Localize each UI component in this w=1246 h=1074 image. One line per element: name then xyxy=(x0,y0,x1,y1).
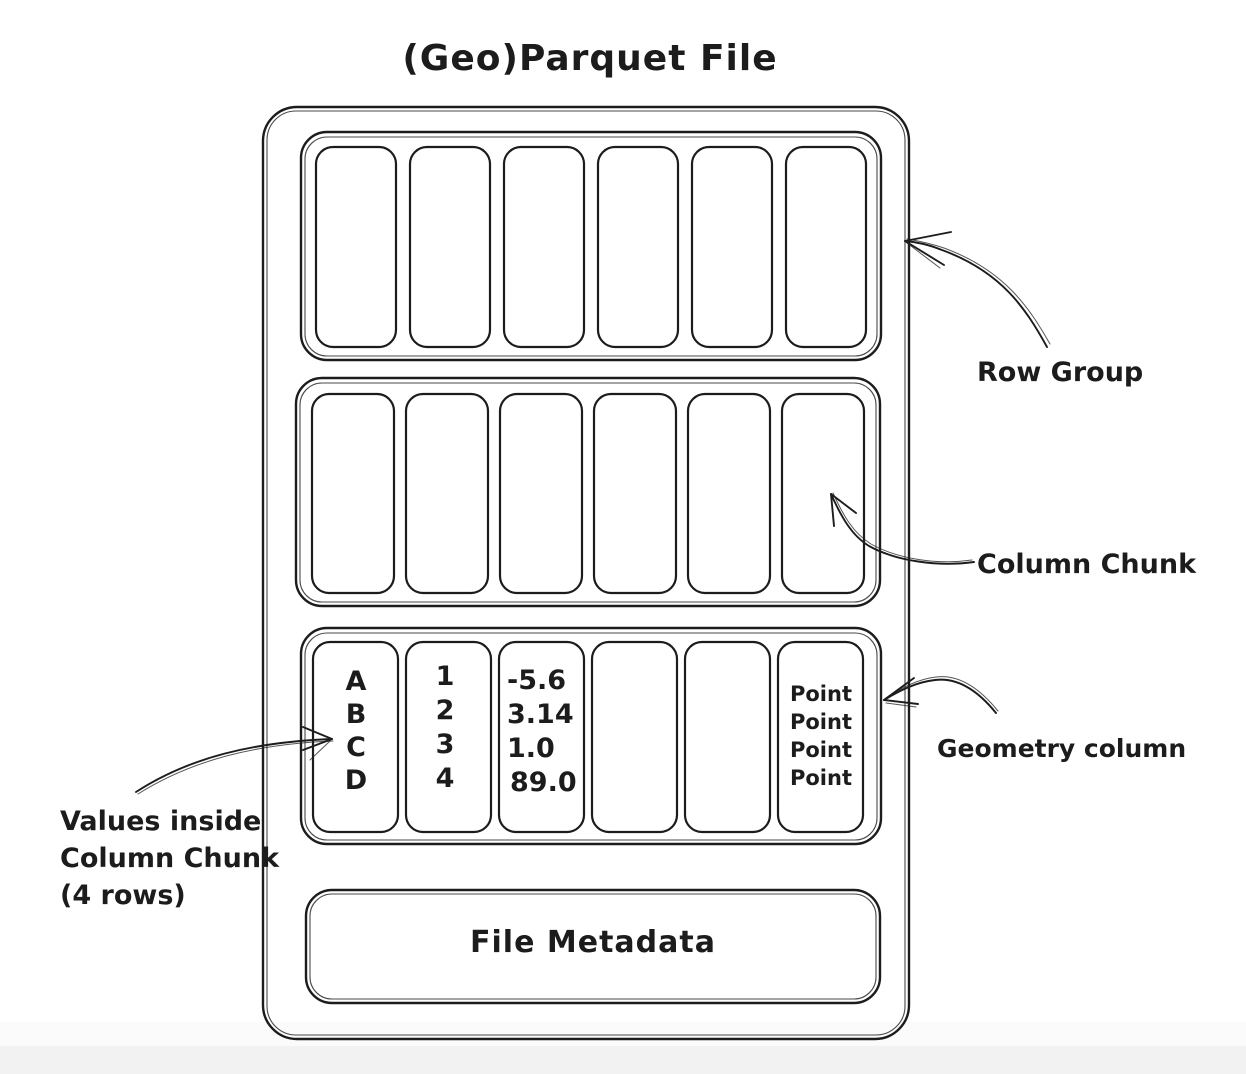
geometry-column-arrowhead-sketch xyxy=(885,702,917,708)
column-chunk xyxy=(498,392,584,595)
cell-value: D xyxy=(345,765,367,796)
cell-value: 4 xyxy=(436,763,455,794)
column-chunk xyxy=(780,392,866,595)
row-group-annotation: Row Group xyxy=(904,231,1143,388)
column-chunk-arrow xyxy=(830,493,975,565)
column-chunk-outline xyxy=(311,640,400,834)
column-chunk xyxy=(502,145,586,349)
row-group-arrow-sketch xyxy=(906,238,1051,345)
file-metadata-box: File Metadata xyxy=(304,888,882,1005)
values-note-line-2: Column Chunk xyxy=(60,843,280,874)
column-chunk-outline xyxy=(404,640,493,834)
cell-value: -5.6 xyxy=(507,665,566,696)
cell-value: 1.0 xyxy=(507,733,555,764)
cell-value: B xyxy=(346,699,367,730)
cell-value: 3 xyxy=(436,729,455,760)
column-chunk-arrowhead xyxy=(830,493,857,527)
row-group-2-outline xyxy=(294,376,882,608)
bottom-fade xyxy=(0,1046,1246,1074)
column-chunk xyxy=(590,640,679,834)
file-box xyxy=(261,105,911,1041)
geometry-column-label: Geometry column xyxy=(937,734,1186,763)
column-chunk-geometry: Point Point Point Point xyxy=(776,640,865,834)
diagram-title: (Geo)Parquet File xyxy=(402,38,777,79)
column-chunk xyxy=(683,640,772,834)
column-chunk xyxy=(690,145,774,349)
file-box-outline xyxy=(261,105,911,1041)
column-chunk-letters: A B C D xyxy=(311,640,400,834)
values-note-annotation: Values inside Column Chunk (4 rows) xyxy=(60,726,334,911)
values-note-line-1: Values inside xyxy=(60,806,261,837)
values-note-arrow xyxy=(135,738,333,793)
row-group-arrowhead-sketch xyxy=(906,242,941,269)
cell-value: C xyxy=(346,732,366,763)
file-metadata-label: File Metadata xyxy=(470,925,716,960)
column-chunk-outline xyxy=(497,640,586,834)
column-chunk-integers: 1 2 3 4 xyxy=(404,640,493,834)
column-chunk xyxy=(596,145,680,349)
geometry-column-arrow-sketch xyxy=(885,676,999,712)
geometry-column-arrow xyxy=(883,678,997,714)
values-note-arrow-sketch xyxy=(137,740,334,795)
cell-value: 3.14 xyxy=(507,699,574,730)
file-box-outline-sketch xyxy=(266,110,906,1036)
row-group-3-outline-sketch xyxy=(304,632,878,841)
row-group-2-outline-sketch xyxy=(299,382,877,603)
row-group-label: Row Group xyxy=(977,357,1143,388)
column-chunk xyxy=(784,145,868,349)
column-chunk-outline xyxy=(776,640,865,834)
row-group-1 xyxy=(299,130,883,362)
column-chunk xyxy=(314,145,398,349)
column-chunk xyxy=(310,392,396,595)
column-chunk-label: Column Chunk xyxy=(977,549,1197,580)
row-group-2 xyxy=(294,376,882,608)
geometry-column-annotation: Geometry column xyxy=(883,676,1186,763)
values-note-arrowhead xyxy=(302,726,333,751)
geometry-column-arrowhead xyxy=(883,677,919,705)
column-chunk-arrow-sketch xyxy=(832,492,973,563)
column-chunk xyxy=(408,145,492,349)
values-note-arrowhead-sketch xyxy=(309,740,331,761)
cell-value: A xyxy=(346,666,367,697)
cell-value: Point xyxy=(790,682,852,706)
values-note-line-3: (4 rows) xyxy=(60,880,186,911)
row-group-arrowhead xyxy=(904,231,952,266)
cell-value: 1 xyxy=(436,661,455,692)
file-metadata-outline xyxy=(304,888,882,1005)
column-chunk xyxy=(404,392,490,595)
column-chunk xyxy=(686,392,772,595)
row-group-arrow xyxy=(904,240,1048,348)
column-chunk-floats: -5.6 3.14 1.0 89.0 xyxy=(497,640,586,834)
cell-value: Point xyxy=(790,710,852,734)
cell-value: 89.0 xyxy=(510,767,577,798)
file-metadata-outline-sketch xyxy=(309,893,877,1000)
cell-value: Point xyxy=(790,766,852,790)
column-chunk xyxy=(592,392,678,595)
row-group-1-outline-sketch xyxy=(304,136,878,357)
column-chunk-annotation: Column Chunk xyxy=(830,492,1197,580)
row-group-1-outline xyxy=(299,130,883,362)
cell-value: 2 xyxy=(436,695,455,726)
cell-value: Point xyxy=(790,738,852,762)
row-group-3: A B C D 1 2 3 4 -5.6 3.14 1.0 89.0 Point… xyxy=(299,626,883,846)
row-group-3-outline xyxy=(299,626,883,846)
